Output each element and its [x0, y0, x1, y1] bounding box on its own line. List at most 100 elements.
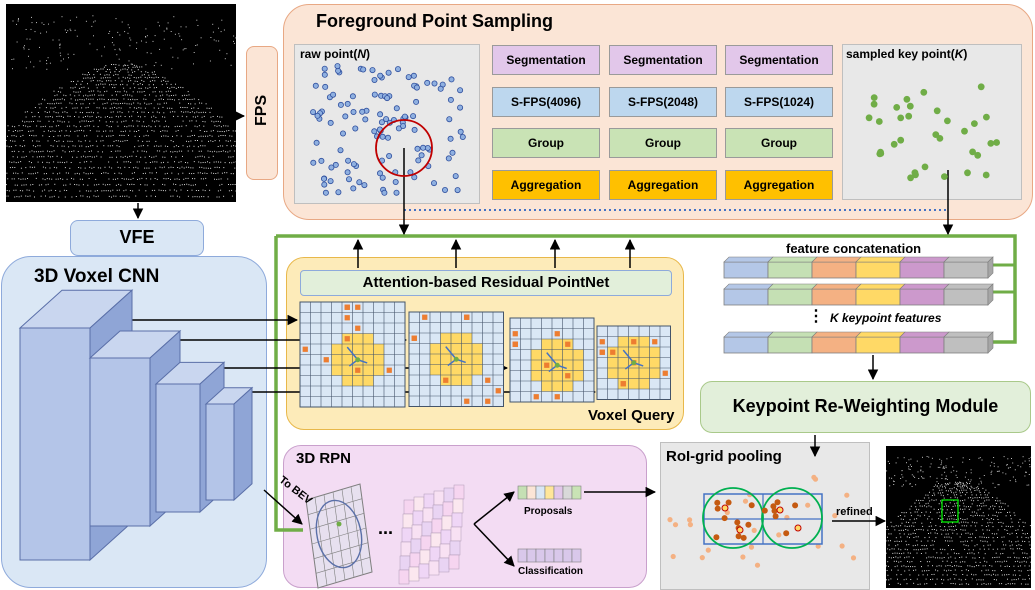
- raw-point: [415, 157, 422, 164]
- raw-point: [392, 178, 399, 185]
- voxel-cnn-label: 3D Voxel CNN: [34, 266, 160, 287]
- raw-point: [431, 80, 438, 87]
- grid-point: [783, 530, 790, 537]
- roi-point: [754, 562, 761, 568]
- raw-point: [371, 77, 378, 84]
- grid-point: [714, 505, 721, 512]
- key-point: [971, 120, 978, 127]
- raw-point: [384, 95, 391, 102]
- refined-output-image: [886, 446, 1031, 588]
- raw-point: [327, 178, 334, 185]
- aggregation-box-1: Aggregation: [492, 170, 600, 200]
- key-point: [897, 136, 905, 144]
- group-box-3: Group: [725, 128, 833, 158]
- grid-circle: [702, 487, 764, 549]
- raw-point: [313, 139, 320, 146]
- key-point: [941, 173, 948, 181]
- grid-point: [721, 515, 728, 522]
- raw-point: [322, 189, 329, 196]
- feature-map-grid: [398, 484, 465, 585]
- key-point: [870, 100, 878, 108]
- raw-point: [359, 108, 366, 115]
- grid-point: [740, 534, 747, 541]
- cnn-block: [204, 386, 254, 502]
- refined-label: refined: [836, 506, 873, 518]
- grid-point: [713, 534, 720, 541]
- raw-point: [352, 125, 359, 132]
- feature-bar: [723, 283, 994, 306]
- raw-point: [430, 180, 437, 187]
- key-point: [944, 117, 951, 125]
- feature-bar: [723, 256, 994, 279]
- voxel-grid: [408, 311, 504, 407]
- key-point: [906, 102, 914, 110]
- fps-side-box: [246, 46, 278, 180]
- raw-point: [405, 74, 412, 81]
- raw-point: [337, 101, 344, 108]
- grid-center: [721, 504, 729, 512]
- bev-grid: [305, 483, 373, 589]
- vertical-ellipsis: ⋮: [808, 308, 824, 325]
- key-point: [964, 169, 971, 177]
- raw-point: [362, 116, 369, 123]
- rpn-grids: [305, 483, 582, 589]
- raw-point: [410, 72, 417, 79]
- roi-point: [672, 522, 679, 528]
- feature-bars: [723, 256, 994, 354]
- raw-point: [386, 152, 393, 159]
- raw-point: [344, 100, 351, 107]
- key-point: [870, 94, 878, 101]
- attention-box: [300, 270, 672, 296]
- key-point: [933, 107, 941, 115]
- raw-point: [361, 182, 368, 189]
- raw-point: [330, 91, 337, 98]
- raw-point: [437, 85, 444, 92]
- grid-point: [735, 533, 742, 540]
- feature-concatenation-label: feature concatenation: [786, 241, 922, 256]
- raw-point: [349, 93, 356, 100]
- sampled-point-panel: [842, 44, 1022, 200]
- voxel-grid: [596, 325, 671, 400]
- key-point: [969, 148, 976, 156]
- raw-point: [350, 161, 357, 168]
- grid-point: [772, 513, 779, 520]
- raw-point: [393, 189, 400, 196]
- key-point: [890, 140, 898, 148]
- raw-point: [411, 126, 418, 133]
- proposals-bar: [517, 485, 582, 500]
- roi-point: [748, 544, 755, 550]
- aggregation-box-2: Aggregation: [609, 170, 717, 200]
- grid-point: [770, 503, 777, 510]
- raw-point: [449, 149, 456, 156]
- grid-point: [714, 499, 721, 506]
- raw-point: [379, 133, 386, 140]
- attention-label: Attention-based Residual PointNet: [362, 274, 610, 291]
- grid-point: [761, 507, 768, 514]
- raw-point: [350, 109, 357, 116]
- segmentation-box-1: Segmentation: [492, 45, 600, 75]
- key-point: [983, 113, 990, 121]
- raw-point: [393, 105, 400, 112]
- roi-grid-pooling-graphic: [667, 474, 857, 568]
- key-point: [877, 148, 884, 156]
- raw-point: [410, 113, 417, 120]
- raw-point: [383, 116, 390, 123]
- key-point: [921, 163, 929, 171]
- key-point: [961, 127, 968, 135]
- roi-point: [687, 517, 693, 523]
- key-point: [897, 114, 905, 122]
- grid-point: [792, 502, 799, 509]
- grid-point: [725, 499, 732, 506]
- raw-point: [377, 72, 384, 79]
- raw-point-label: raw point(N): [300, 47, 370, 61]
- raw-point: [457, 87, 464, 94]
- roi-point: [705, 547, 711, 553]
- raw-point: [459, 133, 466, 140]
- raw-point: [424, 79, 431, 86]
- raw-point: [457, 104, 464, 111]
- roi-point: [699, 555, 705, 561]
- roi-point: [751, 527, 757, 534]
- raw-point: [385, 69, 392, 76]
- raw-point: [360, 66, 367, 73]
